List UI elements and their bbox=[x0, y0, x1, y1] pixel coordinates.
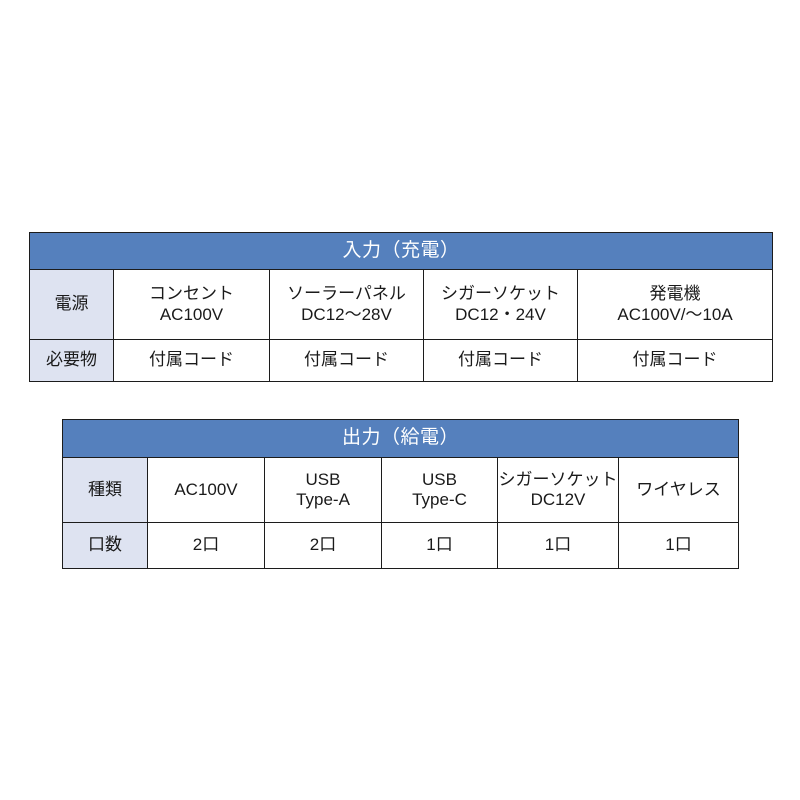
cell-type-usb-type-a: USB Type-A bbox=[264, 457, 382, 523]
row-label-port-count: 口数 bbox=[62, 522, 148, 569]
row-label-power-source: 電源 bbox=[29, 269, 114, 340]
cell-line-2: Type-C bbox=[412, 490, 467, 509]
table-row: 電源 コンセント AC100V ソーラーパネル DC12〜28V シガーソケット… bbox=[29, 269, 774, 340]
cell-type-ac100v: AC100V bbox=[147, 457, 265, 523]
input-charging-table: 入力（充電） 電源 コンセント AC100V ソーラーパネル DC12〜28V … bbox=[28, 232, 774, 382]
cell-line-1: ソーラーパネル bbox=[287, 284, 406, 304]
table-row: 出力（給電） bbox=[61, 419, 740, 458]
cell-power-source-cigar-socket: シガーソケット DC12・24V bbox=[423, 269, 578, 340]
cell-line-2: DC12V bbox=[530, 490, 586, 509]
cell-line-2: Type-A bbox=[296, 490, 350, 509]
cell-required-cigar-socket: 付属コード bbox=[423, 339, 578, 382]
cell-line-2: AC100V/〜10A bbox=[617, 304, 733, 324]
cell-line-1: ワイヤレス bbox=[636, 479, 721, 499]
table-row: 入力（充電） bbox=[28, 232, 774, 270]
output-supply-table: 出力（給電） 種類 AC100V USB Type-A USB Type-C シ… bbox=[61, 419, 740, 569]
cell-required-outlet: 付属コード bbox=[113, 339, 270, 382]
cell-count-cigar-socket: 1口 bbox=[497, 522, 619, 569]
cell-count-usb-type-a: 2口 bbox=[264, 522, 382, 569]
table-row: 口数 2口 2口 1口 1口 1口 bbox=[62, 522, 740, 569]
cell-type-cigar-socket: シガーソケット DC12V bbox=[497, 457, 619, 523]
table-row: 種類 AC100V USB Type-A USB Type-C シガーソケット … bbox=[62, 457, 740, 523]
cell-count-usb-type-c: 1口 bbox=[381, 522, 498, 569]
cell-line-1: AC100V bbox=[174, 479, 238, 499]
cell-line-2: DC12・24V bbox=[455, 304, 546, 324]
cell-line-1: USB bbox=[422, 469, 457, 489]
cell-power-source-generator: 発電機 AC100V/〜10A bbox=[576, 269, 774, 340]
input-table-title: 入力（充電） bbox=[28, 232, 774, 270]
cell-line-1: USB bbox=[305, 469, 341, 489]
cell-count-wireless: 1口 bbox=[617, 522, 740, 569]
cell-line-1: コンセント bbox=[149, 284, 234, 304]
cell-type-wireless: ワイヤレス bbox=[617, 457, 740, 523]
row-label-required-item: 必要物 bbox=[29, 339, 114, 382]
output-table-title: 出力（給電） bbox=[61, 419, 740, 458]
row-label-type: 種類 bbox=[62, 457, 148, 523]
cell-line-1: シガーソケット bbox=[498, 469, 618, 489]
cell-line-1: シガーソケット bbox=[441, 284, 560, 304]
cell-required-solar: 付属コード bbox=[269, 339, 424, 382]
cell-type-usb-type-c: USB Type-C bbox=[381, 457, 498, 523]
cell-power-source-outlet: コンセント AC100V bbox=[113, 269, 270, 340]
cell-line-2: DC12〜28V bbox=[301, 304, 392, 324]
cell-line-1: 発電機 bbox=[649, 284, 701, 304]
cell-count-ac100v: 2口 bbox=[147, 522, 265, 569]
cell-power-source-solar: ソーラーパネル DC12〜28V bbox=[269, 269, 424, 340]
cell-line-2: AC100V bbox=[159, 304, 224, 324]
cell-required-generator: 付属コード bbox=[576, 339, 774, 382]
table-row: 必要物 付属コード 付属コード 付属コード 付属コード bbox=[29, 339, 774, 382]
